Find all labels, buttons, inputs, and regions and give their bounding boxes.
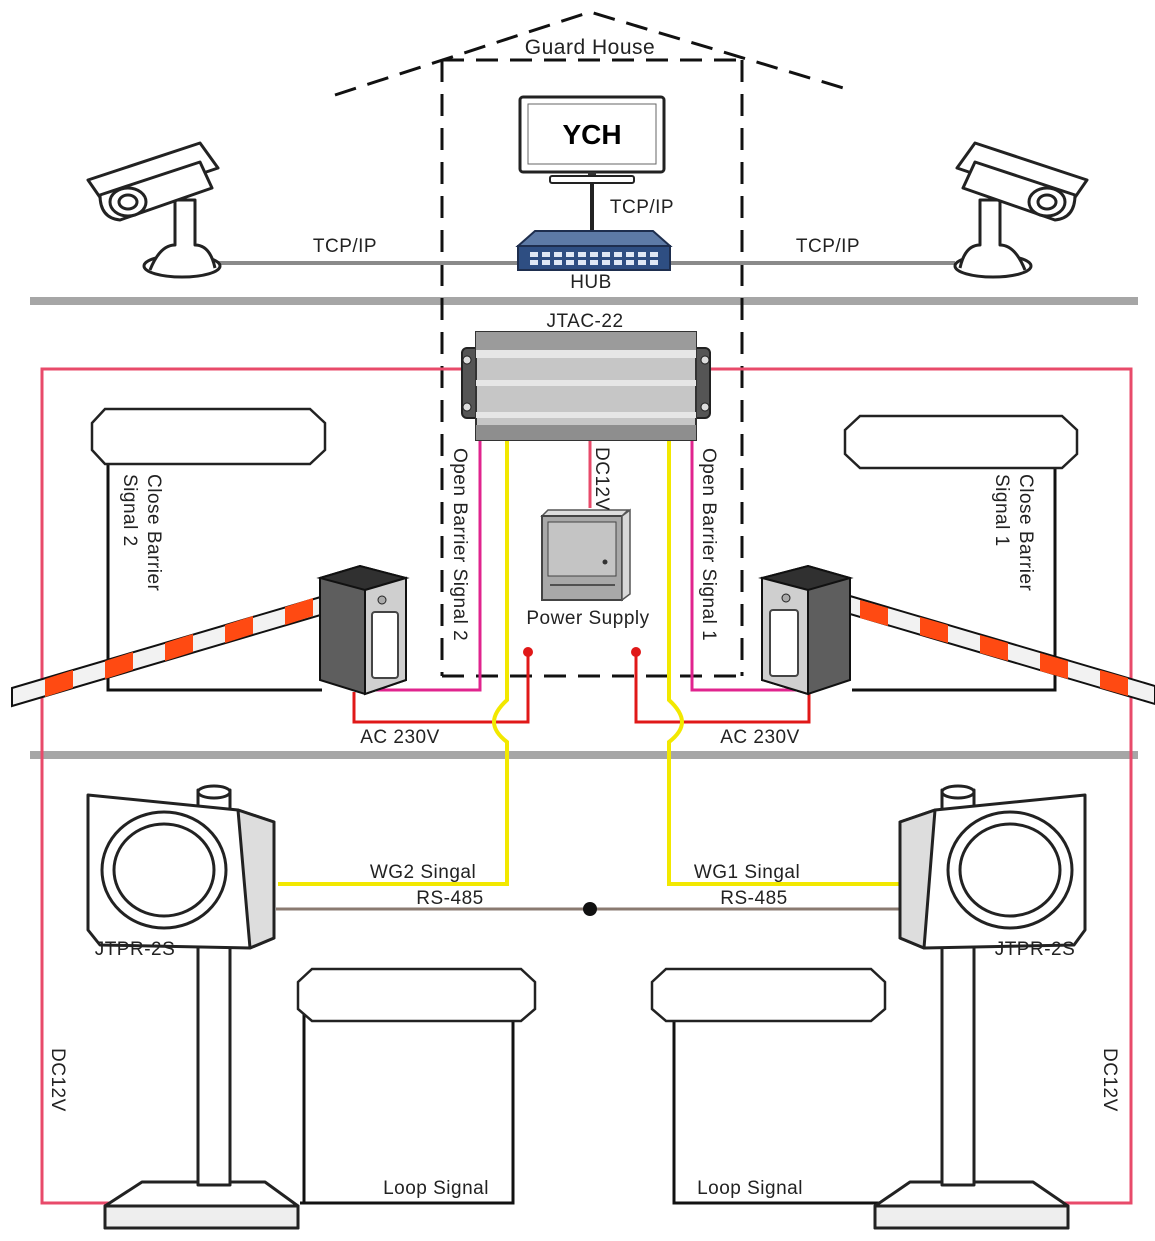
wg2-signal-label: WG2 Singal	[370, 862, 476, 883]
rs485-left-label: RS-485	[416, 888, 483, 909]
monitor-icon	[518, 95, 666, 184]
barrier-gate-right-icon	[758, 564, 1155, 706]
wiegand-signal-lines	[278, 440, 900, 886]
power-supply-label: Power Supply	[526, 608, 649, 629]
tcp-ip-left-label: TCP/IP	[313, 236, 377, 257]
cctv-camera-left-icon	[86, 141, 222, 279]
dc12v-right-label: DC12V	[1099, 1048, 1120, 1112]
reader-right-icon	[873, 784, 1087, 1230]
rs485-right-label: RS-485	[720, 888, 787, 909]
controller-label: JTAC-22	[546, 311, 623, 332]
loop-signal-left-label: Loop Signal	[383, 1178, 489, 1199]
rs485-junction	[583, 902, 597, 916]
ac-230v-right-label: AC 230V	[720, 727, 800, 748]
reader-left-label: JTPR-2S	[95, 939, 176, 960]
close-barrier-signal-1-line1: Close Barrier	[1015, 474, 1036, 592]
reader-right-label: JTPR-2S	[995, 939, 1076, 960]
close-barrier-signal-2-line1: Close Barrier	[143, 474, 164, 592]
monitor-text: YCH	[562, 119, 621, 150]
reader-left-icon	[86, 784, 300, 1230]
open-barrier-signal-lines	[372, 440, 805, 692]
wg1-signal-label: WG1 Singal	[694, 862, 800, 883]
separator-bottom	[30, 751, 1138, 759]
close-barrier-signal-lines	[106, 465, 1057, 1205]
controller-icon	[461, 331, 711, 441]
tcp-ip-right-label: TCP/IP	[796, 236, 860, 257]
dc12v-power-lines	[40, 367, 1133, 1205]
ac-230v-left-label: AC 230V	[360, 727, 440, 748]
open-barrier-signal-2-label: Open Barrier Signal 2	[449, 448, 470, 641]
close-barrier-signal-2-line2: Signal 2	[119, 474, 140, 547]
ac-terminal-right	[631, 647, 641, 657]
hub-label: HUB	[570, 272, 612, 293]
ac-power-lines	[352, 652, 811, 724]
ac-terminal-left	[523, 647, 533, 657]
close-barrier-signal-1-line2: Signal 1	[991, 474, 1012, 547]
power-supply-icon	[540, 508, 631, 602]
guard-house-label: Guard House	[525, 36, 655, 59]
hub-icon	[515, 230, 673, 271]
loop-signal-right-label: Loop Signal	[697, 1178, 803, 1199]
separator-top	[30, 297, 1138, 305]
open-barrier-signal-1-label: Open Barrier Signal 1	[698, 448, 719, 641]
signboards	[90, 407, 1079, 1023]
dc12v-top-label: DC12V	[591, 447, 612, 511]
tcp-ip-center-label: TCP/IP	[610, 197, 674, 218]
dc12v-left-label: DC12V	[47, 1048, 68, 1112]
barrier-gate-left-icon	[11, 564, 410, 708]
cctv-camera-right-icon	[953, 141, 1089, 279]
